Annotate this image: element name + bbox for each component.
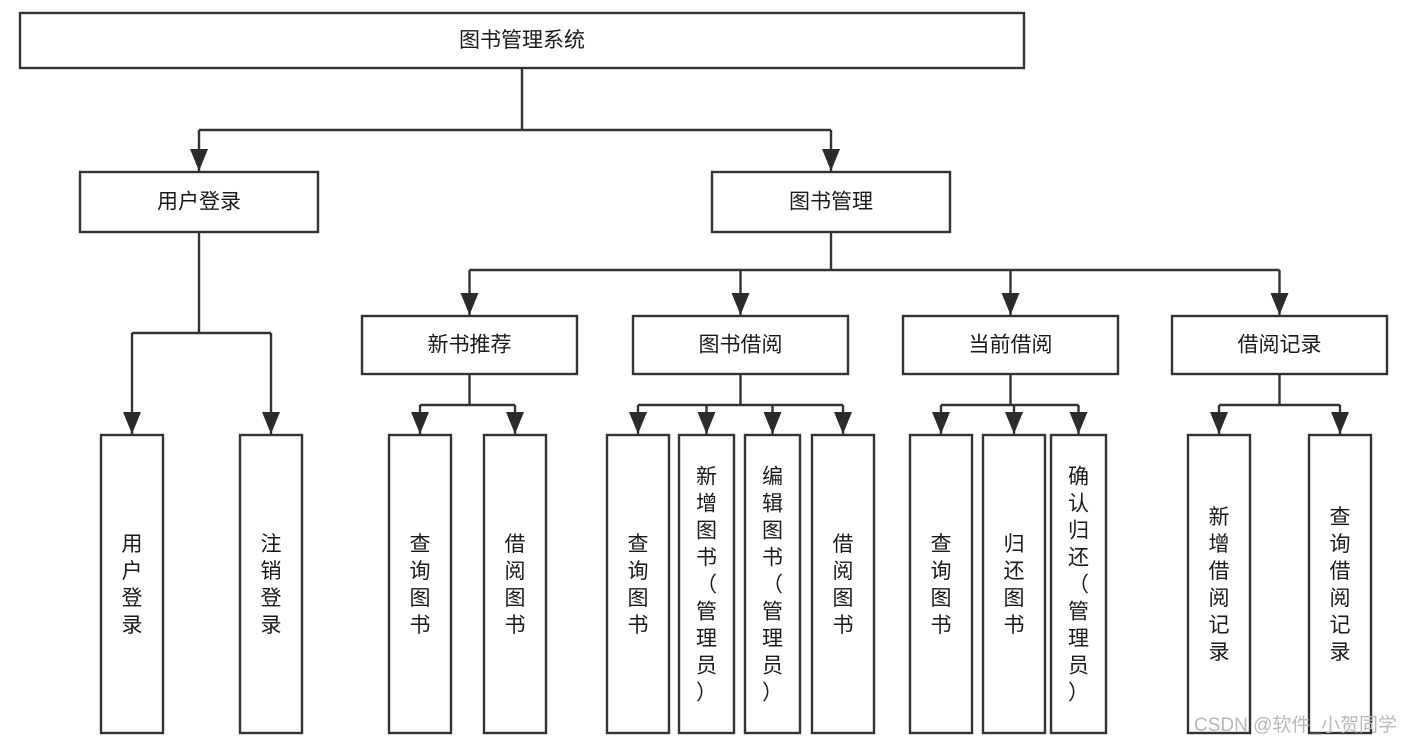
node-label-leaf-add-book: 新增图书（管理员）	[696, 466, 717, 705]
node-box-borrow-record	[1170, 314, 1389, 376]
node-layer: 图书管理系统用户登录图书管理新书推荐图书借阅当前借阅借阅记录用户登录注销登录查询…	[18, 11, 1389, 735]
node-user-login[interactable]: 用户登录	[78, 170, 320, 234]
arrow-head-icon	[697, 412, 716, 434]
node-leaf-return-book[interactable]: 归还图书	[981, 433, 1047, 735]
node-box-leaf-query-book-2	[605, 433, 671, 735]
node-label-root: 图书管理系统	[459, 29, 585, 52]
node-leaf-add-record[interactable]: 新增借阅记录	[1186, 433, 1252, 735]
arrow-head-icon	[506, 412, 524, 434]
arrow-head-icon	[932, 412, 950, 434]
arrow-head-icon	[731, 293, 750, 315]
arrow-head-icon	[190, 149, 208, 171]
node-label-leaf-query-book-2: 查询图书	[628, 533, 649, 637]
node-root[interactable]: 图书管理系统	[18, 11, 1026, 70]
node-leaf-user-login[interactable]: 用户登录	[99, 433, 165, 735]
node-box-leaf-borrow-book-2	[810, 433, 876, 735]
node-label-leaf-borrow-book-2: 借阅图书	[833, 533, 854, 637]
node-label-book-manage: 图书管理	[789, 191, 873, 214]
node-label-leaf-query-book-3: 查询图书	[931, 533, 952, 637]
node-label-leaf-query-book-1: 查询图书	[410, 533, 431, 637]
node-leaf-borrow-book-1[interactable]: 借阅图书	[482, 433, 548, 735]
node-label-user-login: 用户登录	[157, 191, 241, 214]
node-leaf-query-book-3[interactable]: 查询图书	[908, 433, 974, 735]
node-book-borrow[interactable]: 图书借阅	[631, 314, 850, 376]
arrow-head-icon	[123, 412, 141, 434]
node-box-new-book-recommend	[360, 314, 579, 376]
node-leaf-borrow-book-2[interactable]: 借阅图书	[810, 433, 876, 735]
node-borrow-record[interactable]: 借阅记录	[1170, 314, 1389, 376]
node-box-leaf-user-login	[99, 433, 165, 735]
node-leaf-confirm-return[interactable]: 确认归还（管理员）	[1049, 433, 1108, 735]
node-label-book-borrow: 图书借阅	[699, 334, 783, 357]
node-leaf-logout[interactable]: 注销登录	[238, 433, 304, 735]
node-box-leaf-add-book	[677, 433, 736, 735]
node-box-leaf-query-record	[1307, 433, 1373, 735]
node-box-leaf-edit-book	[743, 433, 802, 735]
node-label-current-borrow: 当前借阅	[969, 334, 1053, 357]
node-label-leaf-return-book: 归还图书	[1004, 533, 1025, 637]
node-label-leaf-edit-book: 编辑图书（管理员）	[762, 466, 783, 705]
arrow-head-icon	[1005, 412, 1023, 434]
arrow-head-icon	[1210, 412, 1228, 434]
arrow-head-icon	[1001, 293, 1020, 315]
arrow-head-icon	[1331, 412, 1349, 434]
arrow-head-icon	[411, 412, 429, 434]
node-label-new-book-recommend: 新书推荐	[428, 334, 512, 357]
arrow-head-icon	[1069, 412, 1088, 434]
node-box-leaf-confirm-return	[1049, 433, 1108, 735]
arrow-head-icon	[629, 412, 647, 434]
node-box-leaf-query-book-3	[908, 433, 974, 735]
node-label-leaf-add-record: 新增借阅记录	[1209, 506, 1230, 664]
node-leaf-query-book-2[interactable]: 查询图书	[605, 433, 671, 735]
node-current-borrow[interactable]: 当前借阅	[901, 314, 1120, 376]
node-box-book-manage	[710, 170, 952, 234]
node-label-leaf-logout: 注销登录	[261, 533, 282, 637]
node-leaf-query-record[interactable]: 查询借阅记录	[1307, 433, 1373, 735]
connector-layer	[123, 68, 1349, 434]
arrow-head-icon	[1270, 293, 1289, 315]
node-label-borrow-record: 借阅记录	[1238, 334, 1322, 357]
node-box-leaf-borrow-book-1	[482, 433, 548, 735]
csdn-watermark: CSDN @软件_小贺同学	[1194, 714, 1397, 736]
node-label-leaf-user-login: 用户登录	[122, 533, 143, 637]
node-leaf-edit-book[interactable]: 编辑图书（管理员）	[743, 433, 802, 735]
arrow-head-icon	[834, 412, 852, 434]
node-leaf-add-book[interactable]: 新增图书（管理员）	[677, 433, 736, 735]
node-box-root	[18, 11, 1026, 70]
node-box-leaf-query-book-1	[387, 433, 453, 735]
node-label-leaf-borrow-book-1: 借阅图书	[505, 533, 526, 637]
arrow-head-icon	[460, 293, 479, 315]
node-box-current-borrow	[901, 314, 1120, 376]
node-box-leaf-logout	[238, 433, 304, 735]
arrow-head-icon	[822, 149, 840, 171]
node-box-leaf-add-record	[1186, 433, 1252, 735]
node-book-manage[interactable]: 图书管理	[710, 170, 952, 234]
node-box-book-borrow	[631, 314, 850, 376]
node-label-leaf-query-record: 查询借阅记录	[1330, 506, 1351, 664]
node-box-leaf-return-book	[981, 433, 1047, 735]
node-new-book-recommend[interactable]: 新书推荐	[360, 314, 579, 376]
node-box-user-login	[78, 170, 320, 234]
node-label-leaf-confirm-return: 确认归还（管理员）	[1068, 466, 1089, 705]
arrow-head-icon	[763, 412, 782, 434]
node-leaf-query-book-1[interactable]: 查询图书	[387, 433, 453, 735]
arrow-head-icon	[262, 412, 280, 434]
